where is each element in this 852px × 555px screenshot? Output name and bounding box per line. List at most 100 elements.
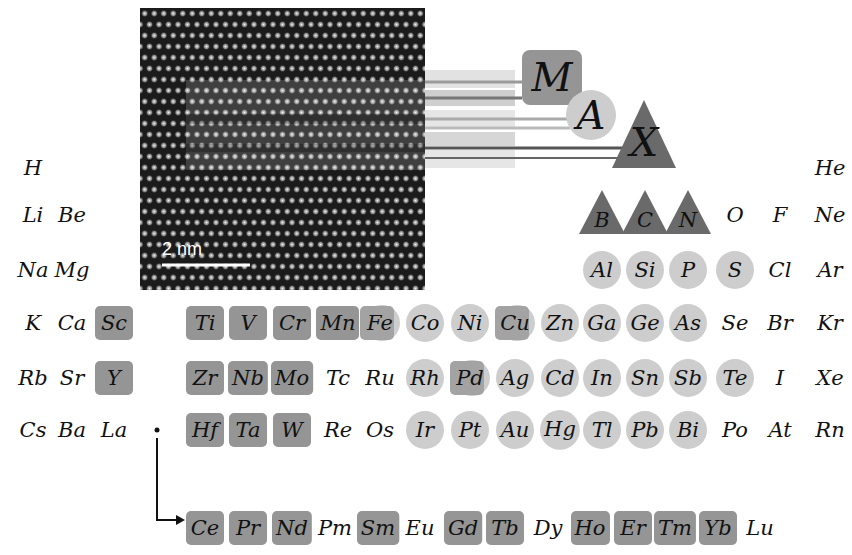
m-square — [360, 306, 394, 340]
m-element-box: Ce — [186, 511, 224, 545]
m-element-box: Nb — [228, 361, 268, 395]
m-element-box: W — [273, 413, 311, 447]
m-element-box: Nd — [272, 511, 312, 545]
m-square — [699, 511, 737, 545]
a-circle — [541, 359, 579, 397]
element-symbol: Nb — [232, 368, 264, 389]
m-element-box: Y — [95, 361, 133, 395]
a-element-circle: Ag — [496, 359, 534, 397]
a-element-circle: Al — [583, 251, 621, 289]
m-element-box: Ti — [186, 306, 224, 340]
a-circle — [583, 251, 621, 289]
m-element-box: Sc — [95, 306, 133, 340]
a-element-circle: Si — [626, 251, 664, 289]
m-square — [95, 306, 133, 340]
m-square — [186, 511, 224, 545]
element-label: Li — [23, 205, 44, 226]
m-and-a-element: Pd — [450, 360, 490, 396]
a-circle — [406, 411, 444, 449]
a-element-circle: Pt — [451, 411, 489, 449]
layer-leader — [425, 81, 522, 84]
m-element-box: Zr — [186, 361, 224, 395]
m-square — [486, 511, 524, 545]
lanthanide-pointer — [157, 438, 178, 520]
element-symbol: Zr — [193, 368, 218, 389]
element-symbol: Mo — [275, 368, 309, 389]
m-square — [316, 306, 359, 340]
element-symbol: Rh — [410, 368, 439, 389]
scale-label: 2 nm — [162, 240, 202, 258]
pointer-head — [176, 515, 185, 525]
m-square — [450, 361, 484, 395]
element-label: Cs — [20, 420, 47, 441]
element-symbol: Al — [591, 260, 613, 281]
m-square — [273, 413, 311, 447]
layer-leader — [425, 147, 626, 150]
m-square — [271, 361, 313, 395]
element-symbol: Hg — [544, 419, 576, 440]
a-circle — [451, 411, 489, 449]
layer-leader — [425, 118, 568, 121]
x-element-triangle: B — [579, 190, 625, 234]
element-symbol: Ag — [501, 368, 530, 389]
a-element-circle: Ir — [406, 411, 444, 449]
m-square — [186, 306, 224, 340]
element-symbol: A — [577, 95, 606, 135]
m-element-box: Er — [614, 511, 652, 545]
element-label: Se — [722, 313, 749, 334]
element-symbol: As — [675, 313, 701, 334]
m-element-box: Cr — [273, 306, 311, 340]
a-layer-band — [186, 144, 425, 152]
a-circle — [669, 411, 707, 449]
element-label: I — [776, 368, 784, 389]
a-element-circle: Rh — [406, 359, 444, 397]
element-label: Re — [324, 420, 352, 441]
a-circle — [626, 411, 664, 449]
element-symbol: Gd — [448, 518, 478, 539]
x-triangle — [612, 100, 676, 168]
a-circle — [540, 410, 580, 450]
x-triangle — [579, 190, 625, 234]
a-circle — [496, 411, 534, 449]
m-element-box: Tm — [654, 511, 696, 545]
element-label: Lu — [746, 518, 773, 539]
a-circle — [566, 90, 616, 140]
m-square — [357, 511, 399, 545]
a-circle — [583, 304, 621, 342]
a-element-circle: Te — [716, 359, 754, 397]
element-label: Ne — [815, 205, 846, 226]
element-symbol: Hf — [192, 420, 218, 441]
element-symbol: Ir — [416, 420, 434, 441]
element-label: Xe — [816, 368, 843, 389]
a-circle — [583, 359, 621, 397]
element-label: Cl — [769, 260, 792, 281]
m-element-box: Ta — [229, 413, 267, 447]
element-symbol: N — [679, 210, 697, 231]
m-square — [654, 511, 696, 545]
a-element-circle: P — [669, 251, 707, 289]
m-square — [229, 511, 267, 545]
element-symbol: Si — [634, 260, 655, 281]
m-square — [614, 511, 652, 545]
element-label: Br — [767, 313, 792, 334]
element-label: Kr — [817, 313, 843, 334]
element-symbol: S — [728, 260, 742, 281]
a-element-circle: Ga — [583, 304, 621, 342]
x-element-triangle: C — [622, 190, 668, 234]
element-symbol: X — [630, 122, 658, 162]
element-symbol: In — [591, 368, 613, 389]
m-element-box: Hf — [186, 413, 224, 447]
m-square — [228, 361, 268, 395]
element-label: O — [726, 205, 743, 226]
element-symbol: Tb — [491, 518, 518, 539]
a-element-circle: Pb — [626, 411, 664, 449]
a-element-circle: Co — [406, 304, 444, 342]
m-element-box: Tb — [486, 511, 524, 545]
x-triangle — [622, 190, 668, 234]
element-label: F — [773, 205, 788, 226]
m-square — [273, 306, 311, 340]
element-label: K — [25, 313, 41, 334]
m-square — [272, 511, 312, 545]
a-circle — [626, 251, 664, 289]
element-symbol: Y — [107, 368, 121, 389]
